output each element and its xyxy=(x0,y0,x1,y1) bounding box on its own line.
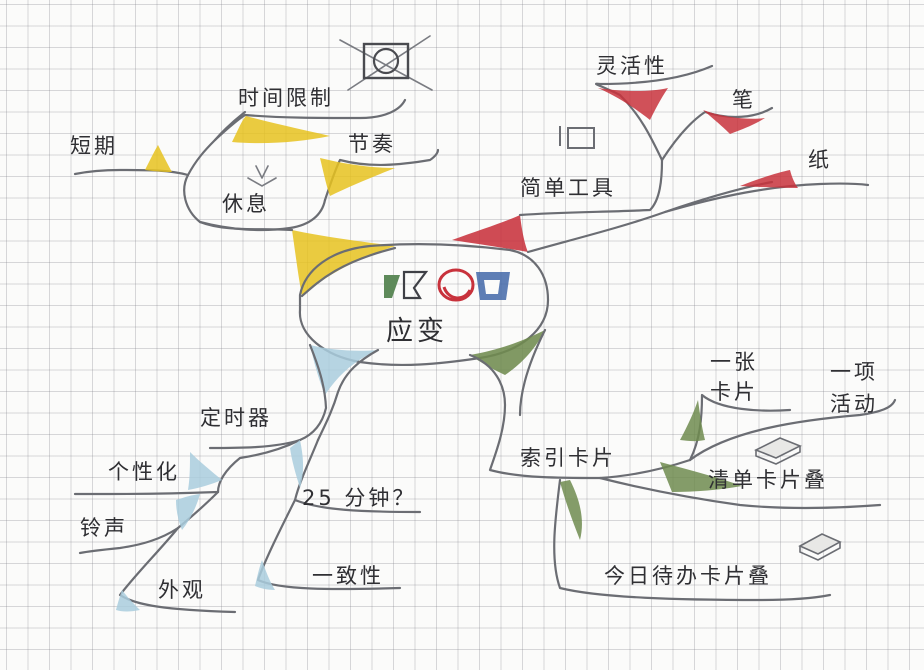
pen-wedge xyxy=(703,110,765,134)
list-deck-wedge xyxy=(660,462,742,492)
pen-label: 笔 xyxy=(732,88,756,112)
rhythm-wedge xyxy=(320,158,395,196)
card-deck-icon-2 xyxy=(798,533,842,561)
center-logo xyxy=(384,268,510,302)
short-term-line xyxy=(73,168,190,177)
timer-branch xyxy=(208,343,328,450)
personalize-line xyxy=(73,490,220,496)
twentyfive-line xyxy=(293,438,422,514)
time-limit-line xyxy=(213,98,407,142)
list-deck-label: 清单卡片叠 xyxy=(708,468,828,492)
timer-branch-b xyxy=(316,348,380,442)
simple-tools-wedge xyxy=(452,215,528,252)
appearance-label: 外观 xyxy=(158,578,206,602)
one-activity-label-line2: 活动 xyxy=(830,392,878,416)
crossed-box-icon xyxy=(339,35,433,91)
ringtone-wedge xyxy=(176,494,200,530)
time-limit-label: 时间限制 xyxy=(238,86,334,110)
short-term-label: 短期 xyxy=(70,134,118,158)
rest-branch-2 xyxy=(300,246,397,298)
flexibility-label: 灵活性 xyxy=(596,54,668,78)
rest-wedge xyxy=(292,230,395,296)
flexibility-line xyxy=(594,64,714,162)
one-activity-label-line1: 一项 xyxy=(830,360,878,384)
one-card-wedge xyxy=(680,400,705,442)
today-deck-label: 今日待办卡片叠 xyxy=(604,564,772,588)
today-deck-line xyxy=(553,478,832,602)
index-cards-label: 索引卡片 xyxy=(520,446,616,470)
flexibility-wedge xyxy=(598,88,668,120)
personalize-wedge xyxy=(188,452,222,490)
one-activity-line xyxy=(688,398,897,462)
index-cards-branch xyxy=(468,353,692,480)
rhythm-label: 节奏 xyxy=(348,132,396,156)
consistency-label: 一致性 xyxy=(312,564,384,588)
personalize-label: 个性化 xyxy=(108,460,180,484)
timer-sub xyxy=(216,438,302,494)
index-cards-branch-b xyxy=(518,328,547,417)
appearance-wedge xyxy=(116,590,140,612)
one-card-label-line2: 卡片 xyxy=(710,380,758,404)
twentyfive-wedge xyxy=(290,440,304,488)
time-limit-wedge xyxy=(232,116,330,144)
center-label: 应变 xyxy=(386,316,448,347)
simple-tools-label: 简单工具 xyxy=(520,176,616,200)
today-deck-wedge xyxy=(560,480,582,540)
ringtone-label: 铃声 xyxy=(80,516,128,540)
timer-wedge xyxy=(310,345,378,395)
rest-label: 休息 xyxy=(222,192,270,216)
consistency-wedge xyxy=(255,560,275,590)
ringtone-line xyxy=(78,490,220,555)
pen-line xyxy=(660,106,774,162)
index-cards-wedge xyxy=(470,330,545,375)
one-card-label-line1: 一张 xyxy=(710,350,758,374)
paper-wedge xyxy=(740,170,798,188)
paper-label: 纸 xyxy=(808,148,832,172)
simple-tools-branch xyxy=(518,158,664,217)
short-term-wedge xyxy=(145,145,172,172)
twentyfive-label: 25 分钟？ xyxy=(302,486,417,510)
paper-line xyxy=(663,182,870,214)
list-deck-line xyxy=(598,476,882,510)
appearance-line xyxy=(118,526,237,614)
notepad-icon xyxy=(559,126,595,149)
timer-label: 定时器 xyxy=(200,406,272,430)
card-deck-icon xyxy=(754,437,802,465)
sleep-icon xyxy=(247,165,277,187)
rest-inner xyxy=(198,198,327,232)
